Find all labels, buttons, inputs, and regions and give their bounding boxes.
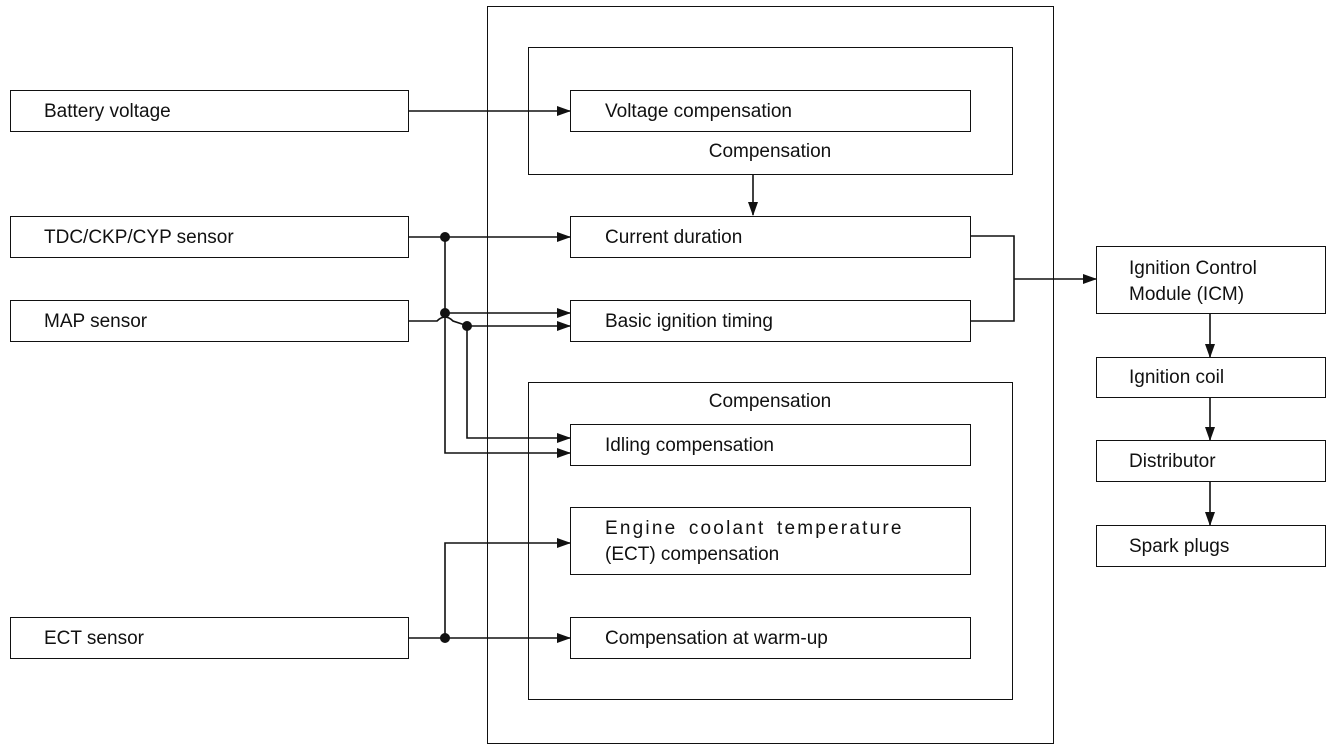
idling-compensation-box: Idling compensation bbox=[570, 424, 971, 466]
map-sensor-box: MAP sensor bbox=[10, 300, 409, 342]
battery-voltage-label: Battery voltage bbox=[44, 101, 171, 122]
tdc-sensor-label: TDC/CKP/CYP sensor bbox=[44, 227, 234, 248]
icm-label: Ignition Control Module (ICM) bbox=[1129, 256, 1257, 308]
ignition-coil-label: Ignition coil bbox=[1129, 367, 1225, 388]
warmup-compensation-box: Compensation at warm-up bbox=[570, 617, 971, 659]
icm-box: Ignition Control Module (ICM) bbox=[1096, 246, 1326, 314]
tdc-sensor-box: TDC/CKP/CYP sensor bbox=[10, 216, 409, 258]
battery-voltage-box: Battery voltage bbox=[10, 90, 409, 132]
ignition-coil-box: Ignition coil bbox=[1096, 357, 1326, 398]
lower-compensation-group bbox=[528, 382, 1013, 700]
distributor-label: Distributor bbox=[1129, 451, 1216, 472]
ect-compensation-box: Engine coolant temperature (ECT) compens… bbox=[570, 507, 971, 575]
lower-compensation-title: Compensation bbox=[708, 391, 832, 412]
map-to-idling-line bbox=[466, 326, 571, 443]
idling-compensation-label: Idling compensation bbox=[605, 435, 774, 456]
map-sensor-label: MAP sensor bbox=[44, 311, 148, 332]
basic-ignition-timing-box: Basic ignition timing bbox=[570, 300, 971, 342]
junction-dot bbox=[440, 308, 450, 318]
voltage-compensation-box: Voltage compensation bbox=[570, 90, 971, 132]
spark-plugs-box: Spark plugs bbox=[1096, 525, 1326, 567]
ect-compensation-label: Engine coolant temperature (ECT) compens… bbox=[605, 516, 904, 568]
ect-sensor-box: ECT sensor bbox=[10, 617, 409, 659]
ect-sensor-label: ECT sensor bbox=[44, 628, 144, 649]
junction-dot bbox=[440, 633, 450, 643]
spark-plugs-label: Spark plugs bbox=[1129, 536, 1230, 557]
ect-compensation-line2: (ECT) compensation bbox=[605, 544, 780, 565]
current-duration-label: Current duration bbox=[605, 227, 743, 248]
current-duration-box: Current duration bbox=[570, 216, 971, 258]
distributor-box: Distributor bbox=[1096, 440, 1326, 482]
upper-compensation-group bbox=[528, 47, 1013, 175]
junction-dot bbox=[440, 232, 450, 242]
warmup-compensation-label: Compensation at warm-up bbox=[605, 628, 828, 649]
upper-compensation-title: Compensation bbox=[708, 141, 832, 162]
ect-compensation-line1: Engine coolant temperature bbox=[605, 518, 904, 539]
ecu-outer-frame bbox=[487, 6, 1054, 744]
junction-dot bbox=[462, 321, 472, 331]
basic-ignition-timing-label: Basic ignition timing bbox=[605, 311, 773, 332]
voltage-compensation-label: Voltage compensation bbox=[605, 101, 792, 122]
icm-label-line2: Module (ICM) bbox=[1129, 284, 1245, 305]
icm-label-line1: Ignition Control bbox=[1129, 258, 1257, 279]
